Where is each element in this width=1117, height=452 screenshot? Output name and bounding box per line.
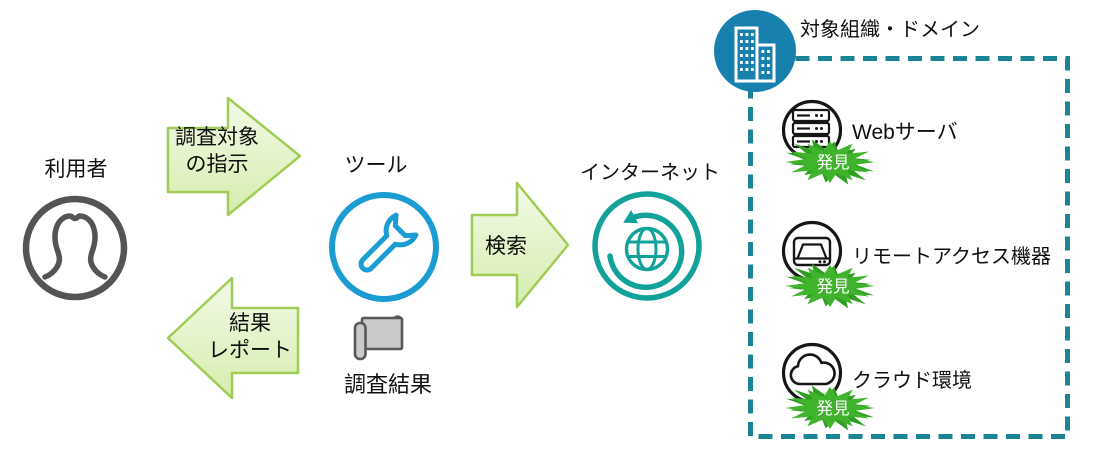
instruction-arrow [166, 96, 302, 217]
target-box-title: 対象組織・ドメイン [800, 19, 980, 41]
report-arrow [166, 276, 300, 400]
internet-label: インターネット [580, 162, 720, 184]
discovery-badge-starburst: 発見 [785, 385, 875, 431]
instruction-arrow-label: 調査対象 の指示 [168, 124, 266, 178]
discovery-badge-label: 発見 [817, 153, 850, 172]
item-label-web-server: Webサーバ [852, 121, 958, 144]
target-box-border [748, 56, 1070, 439]
building-icon [714, 10, 796, 92]
instruction-line-1: 調査対象 [175, 126, 259, 149]
discovery-badge-label: 発見 [817, 399, 850, 418]
wrench-icon [329, 192, 439, 302]
cloud-icon [781, 342, 843, 404]
tool-label: ツール [344, 154, 408, 177]
search-arrow [470, 181, 570, 309]
item-label-cloud: クラウド環境 [852, 370, 972, 392]
item-label-remote-access: リモートアクセス機器 [852, 246, 1051, 268]
search-arrow-label: 検索 [485, 235, 527, 258]
discovery-badge-label: 発見 [817, 277, 850, 296]
result-label: 調査結果 [343, 372, 432, 397]
scroll-icon [353, 315, 404, 361]
discovery-badge-starburst: 発見 [785, 263, 875, 309]
report-line-2: レポート [208, 339, 292, 362]
report-line-1: 結果 [229, 312, 271, 335]
globe-refresh-icon [592, 191, 702, 301]
report-arrow-label: 結果 レポート [198, 310, 302, 364]
person-icon [22, 195, 128, 301]
discovery-badge-starburst: 発見 [785, 139, 875, 185]
instruction-line-2: の指示 [185, 153, 249, 176]
remote-device-icon [781, 220, 843, 282]
user-label: 利用者 [44, 158, 108, 181]
